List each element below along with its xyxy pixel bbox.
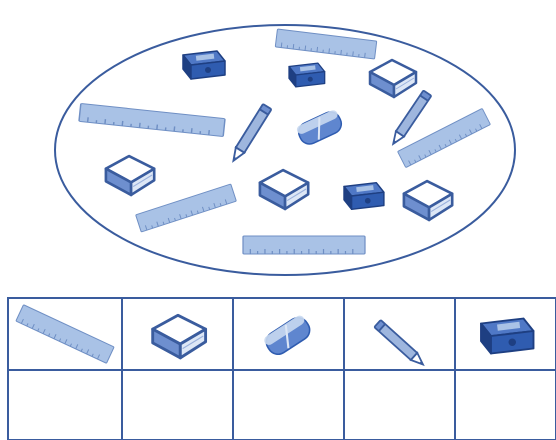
count-cell-book[interactable]	[123, 371, 232, 439]
sharpener-icon	[288, 62, 326, 88]
sharpener-icon	[343, 181, 385, 211]
eraser-icon	[261, 312, 315, 360]
sharpener-icon	[182, 50, 226, 80]
pencil-icon	[373, 319, 428, 369]
book-icon	[151, 313, 208, 360]
count-cell-ruler[interactable]	[9, 371, 121, 439]
ruler-icon	[15, 304, 115, 364]
sharpener-icon	[480, 317, 535, 355]
tally-table	[7, 297, 556, 440]
count-cell-eraser[interactable]	[234, 371, 343, 439]
ruler-icon	[242, 235, 366, 255]
count-cell-pencil[interactable]	[345, 371, 454, 439]
count-cell-sharpener[interactable]	[456, 371, 555, 439]
